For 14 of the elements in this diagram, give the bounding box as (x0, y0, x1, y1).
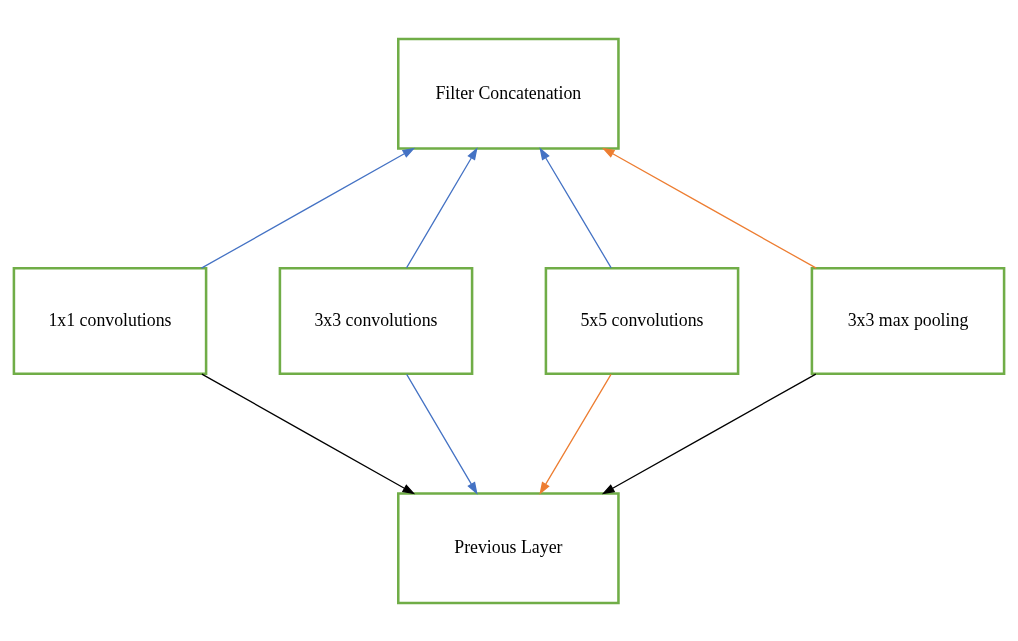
arrow (405, 146, 478, 269)
node-box: 3x3 max pooling (810, 266, 1006, 375)
node-box: 3x3 convolutions (278, 266, 474, 375)
node-box: Filter Concatenation (397, 37, 620, 150)
arrow (601, 372, 817, 494)
arrow (406, 373, 478, 495)
arrow (201, 372, 416, 494)
arrow (601, 147, 817, 269)
node-box: 1x1 convolutions (12, 266, 208, 375)
arrow (200, 147, 416, 269)
node-box: 5x5 convolutions (544, 266, 740, 375)
arrow (539, 146, 612, 269)
arrow (539, 373, 612, 495)
node-box: Previous Layer (397, 491, 620, 604)
